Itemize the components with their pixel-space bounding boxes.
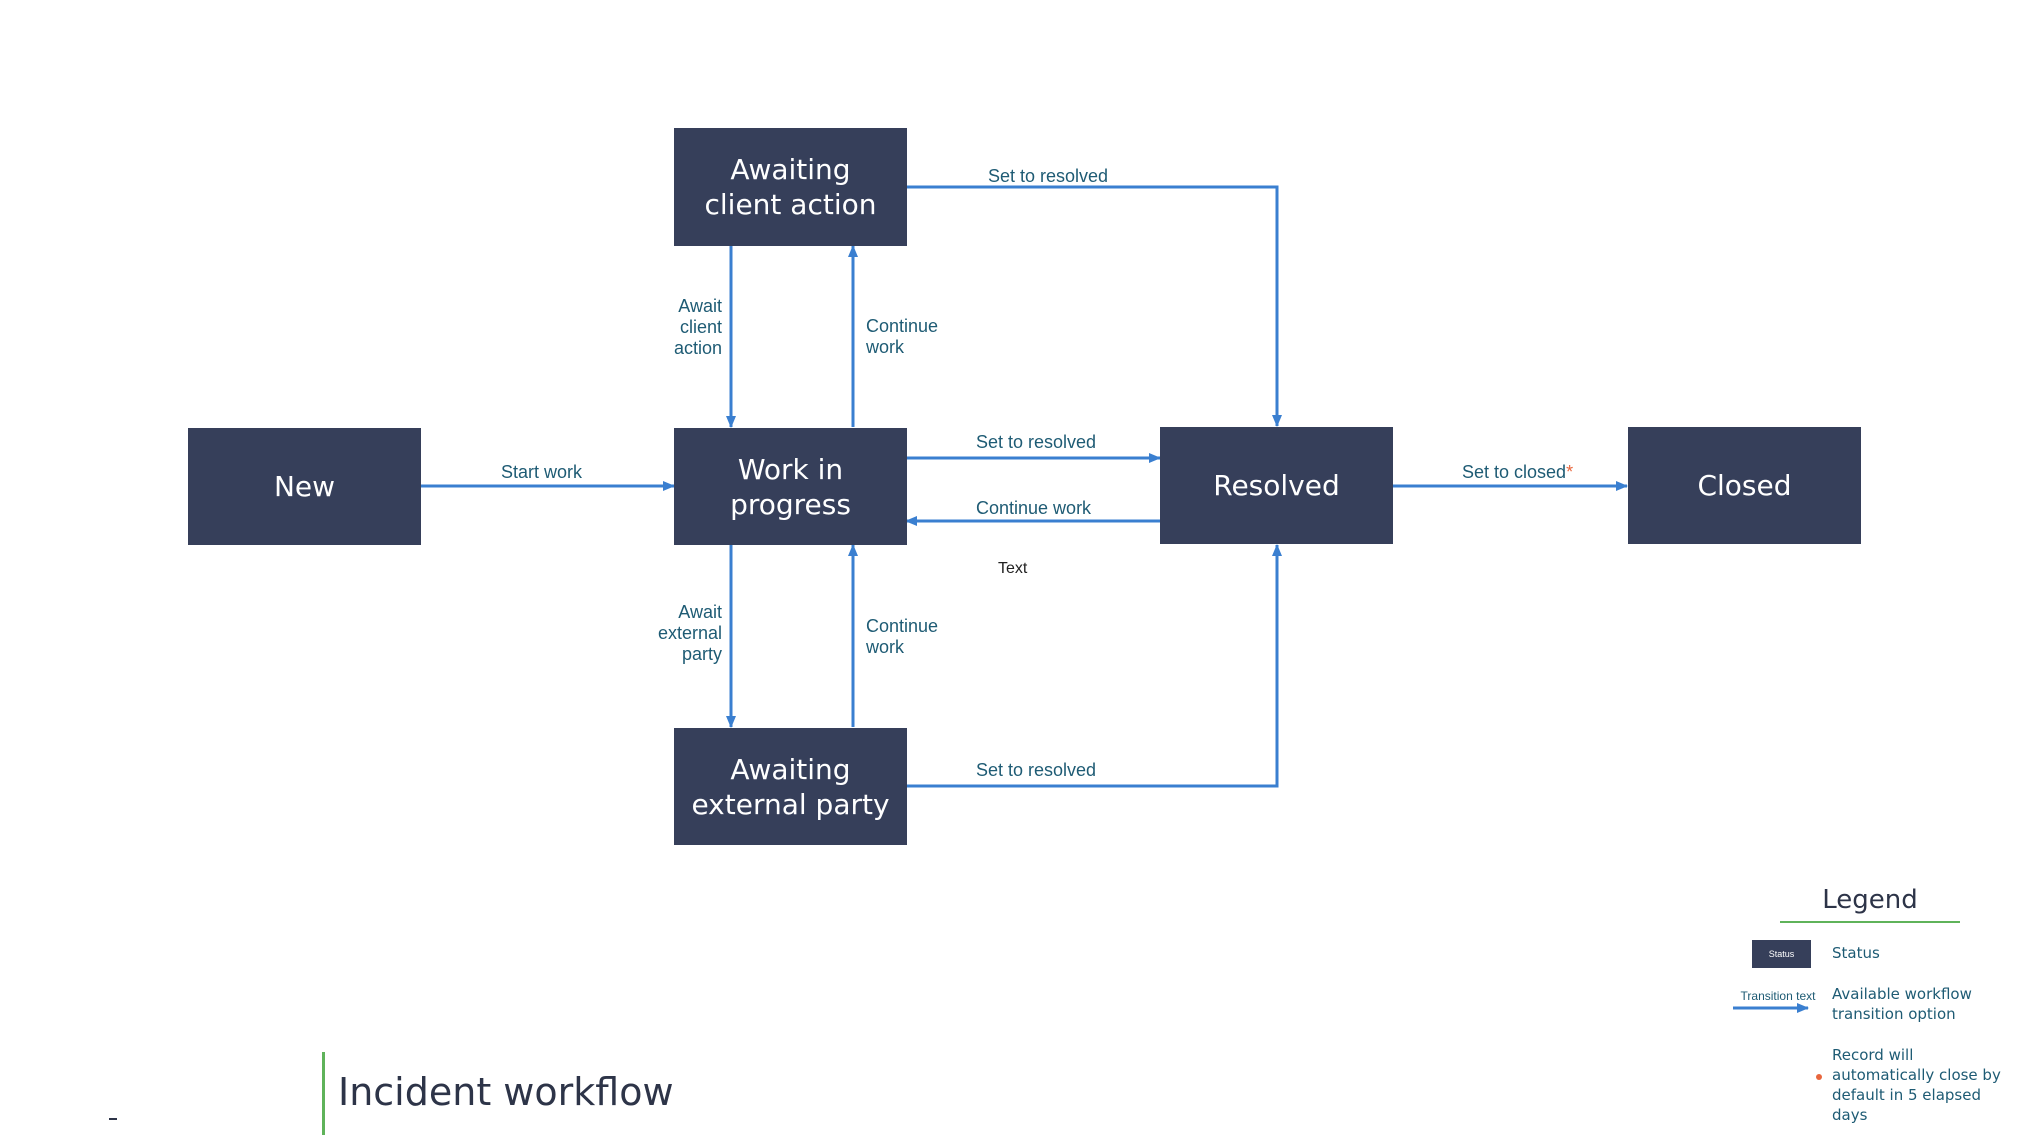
title-accent-bar [322,1052,325,1135]
label-set-resolved-from-wip: Set to resolved [976,432,1097,452]
legend-status-swatch: Status [1752,940,1811,968]
label-continue-work-from-resolved: Continue work [976,498,1092,518]
label-start-work: Start work [501,462,583,482]
arrow-set-resolved-from-client [906,185,1282,427]
state-work-in-progress: Work in progress [674,428,907,545]
state-awaiting-external-party: Awaiting external party [674,728,907,845]
label-continue-work-from-external: Continue work [866,616,939,657]
legend-title: Legend [1822,885,1918,915]
label-continue-work-from-client: Continue work [866,316,939,357]
label-set-to-closed: Set to closed* [1462,462,1573,483]
arrow-set-resolved-from-external [906,544,1282,788]
legend-marker-dot [1816,1074,1822,1080]
label-set-to-closed-text: Set to closed [1462,462,1567,482]
state-closed: Closed [1628,427,1861,544]
state-resolved: Resolved [1160,427,1393,544]
stray-text-label: Text [998,560,1028,577]
legend-transition-text: Transition text [1740,989,1816,1003]
label-await-client-action: Await client action [673,296,722,358]
state-awaiting-client-action: Awaiting client action [674,128,907,246]
legend-transition-desc: Available workflow transition option [1832,985,1972,1023]
legend-divider [1780,921,1960,923]
dash-mark [109,1118,117,1120]
auto-close-marker: * [1566,462,1574,482]
legend-status-desc: Status [1832,944,1880,962]
label-await-external-party: Await external party [657,602,722,664]
state-new: New [188,428,421,545]
label-set-resolved-from-external: Set to resolved [976,760,1097,780]
page-title: Incident workflow [338,1070,674,1114]
legend-auto-close-desc: Record will automatically close by defau… [1832,1046,2001,1124]
label-set-resolved-from-client: Set to resolved [988,166,1109,186]
